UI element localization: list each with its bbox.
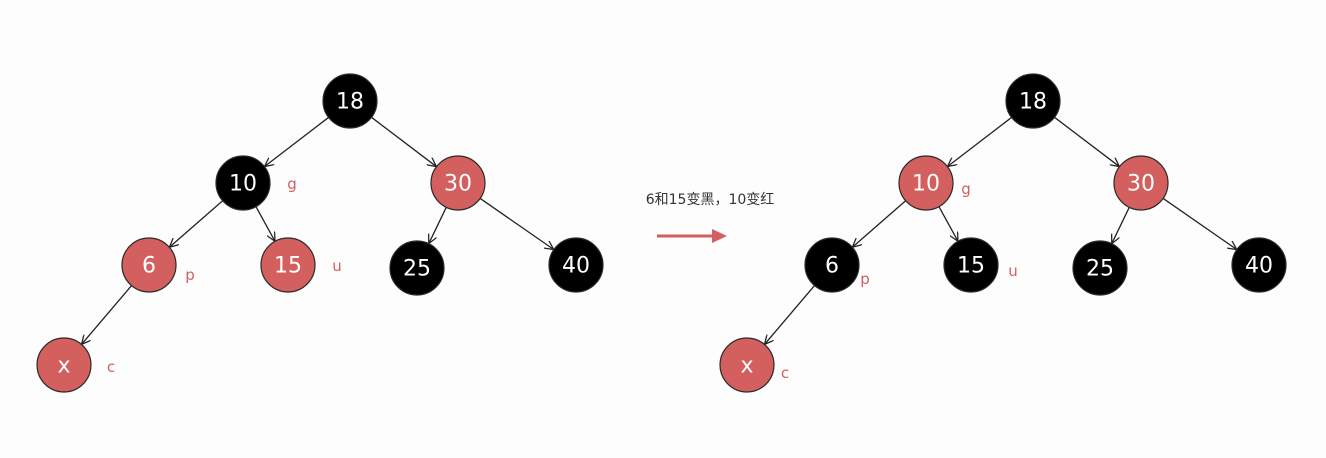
right-arrow-icon — [657, 229, 727, 243]
tree-node-25: 25 — [389, 240, 445, 296]
edge-arrow — [255, 206, 275, 241]
edge-arrow — [1112, 207, 1130, 242]
transition-caption: 6和15变黑，10变红 — [646, 192, 775, 208]
node-circle — [1005, 73, 1061, 129]
edges — [82, 116, 553, 344]
edge-arrow — [170, 200, 224, 247]
node-circle — [943, 237, 999, 293]
node-circle — [1113, 155, 1169, 211]
node-circle — [322, 73, 378, 129]
edge-arrow — [265, 116, 329, 166]
node-tag: p — [185, 266, 195, 284]
edge-arrow — [765, 285, 816, 344]
edges — [765, 116, 1236, 344]
tree-node-25: 25 — [1072, 240, 1128, 296]
edge-arrow — [853, 200, 907, 247]
tree-node-15: 15 u — [260, 237, 342, 293]
edge-arrow — [82, 285, 133, 344]
node-label: x — [57, 354, 70, 379]
node-circle — [430, 155, 486, 211]
node-circle — [804, 237, 860, 293]
node-tag: p — [860, 270, 870, 288]
node-circle — [1231, 237, 1287, 293]
node-label: 18 — [336, 90, 364, 115]
node-tag: c — [107, 358, 115, 376]
node-circle — [719, 337, 775, 393]
node-tag: g — [287, 175, 297, 193]
node-label: 10 — [229, 172, 257, 197]
tree-node-40: 40 — [1231, 237, 1287, 293]
node-label: 15 — [957, 254, 985, 279]
node-label: 10 — [912, 172, 940, 197]
node-circle — [1072, 240, 1128, 296]
node-tag: u — [1008, 262, 1018, 280]
node-circle — [36, 337, 92, 393]
node-circle — [898, 155, 954, 211]
node-label: 15 — [274, 254, 302, 279]
node-label: 30 — [444, 172, 472, 197]
node-tag: c — [781, 364, 789, 382]
node-circle — [121, 237, 177, 293]
node-circle — [389, 240, 445, 296]
node-label: 25 — [403, 257, 431, 282]
tree-node-18: 18 — [322, 73, 378, 129]
transition: 6和15变黑，10变红 — [646, 192, 775, 243]
node-label: 30 — [1127, 172, 1155, 197]
tree-node-18: 18 — [1005, 73, 1061, 129]
node-label: 40 — [1245, 254, 1273, 279]
tree-node-30: 30 — [1113, 155, 1169, 211]
edge-arrow — [429, 207, 447, 242]
tree-node-30: 30 — [430, 155, 486, 211]
tree-node-6: 6p — [804, 237, 870, 293]
node-label: 6 — [825, 254, 839, 279]
node-label: 25 — [1086, 257, 1114, 282]
node-label: 18 — [1019, 90, 1047, 115]
tree-node-40: 40 — [548, 237, 604, 293]
edge-arrow — [938, 206, 958, 241]
edge-arrow — [371, 116, 436, 166]
tree-node-15: 15 u — [943, 237, 1018, 293]
edge-arrow — [479, 197, 553, 249]
node-tag: g — [961, 180, 971, 198]
tree-node-10: 10 g — [215, 155, 297, 211]
node-circle — [215, 155, 271, 211]
edge-arrow — [948, 116, 1012, 166]
node-tag: u — [332, 257, 342, 275]
node-label: x — [740, 354, 753, 379]
edge-arrow — [1162, 197, 1236, 249]
node-label: 6 — [142, 254, 156, 279]
node-circle — [548, 237, 604, 293]
tree-node-10: 10 g — [898, 155, 971, 211]
node-circle — [260, 237, 316, 293]
node-label: 40 — [562, 254, 590, 279]
edge-arrow — [1054, 116, 1119, 166]
